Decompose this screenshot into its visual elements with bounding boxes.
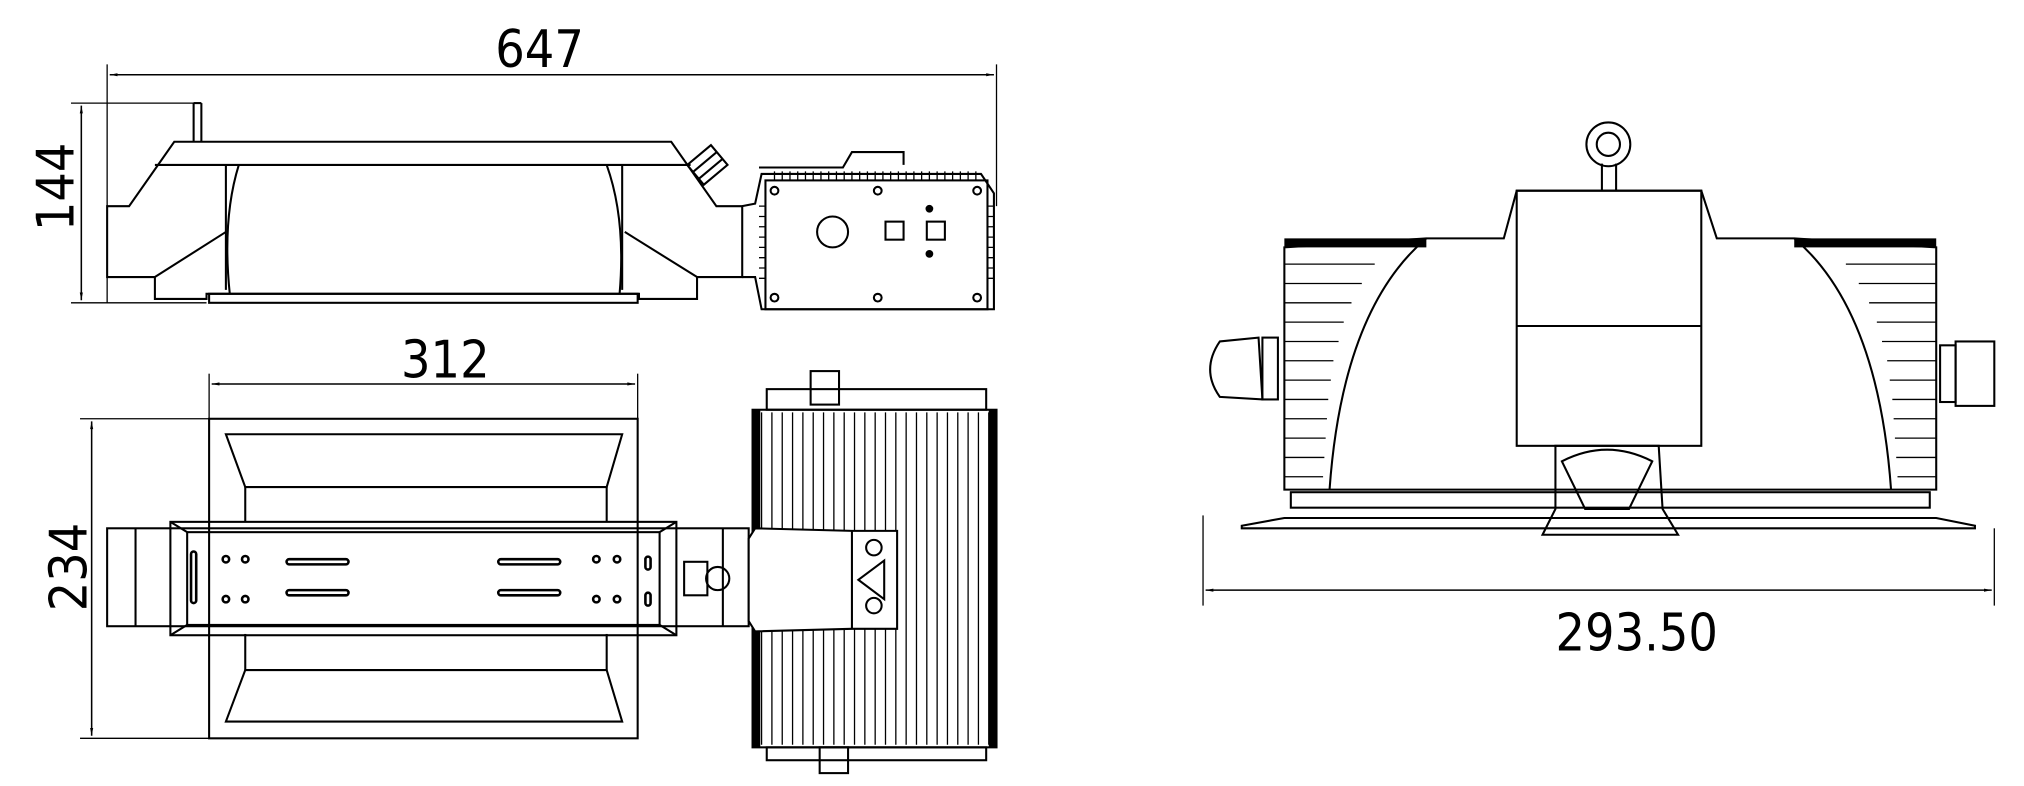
hanging-hook-icon xyxy=(1585,121,1632,168)
top-view: 312 234 xyxy=(39,331,998,775)
dimension-234: 234 xyxy=(39,523,99,611)
rj-port-icon xyxy=(884,220,905,241)
cable-gland-icon xyxy=(685,143,729,187)
end-view: 293.50 xyxy=(1202,121,1996,664)
heatsink-fins xyxy=(1284,263,1937,478)
cable-gland-icon xyxy=(683,560,731,597)
ballast-side xyxy=(742,151,995,311)
screw-icon xyxy=(865,596,883,615)
screw-icon xyxy=(865,538,883,557)
connector-icon xyxy=(1939,340,1996,407)
dimension-647: 647 xyxy=(495,20,584,80)
dimension-144: 144 xyxy=(27,143,87,231)
mounting-slots xyxy=(189,550,652,607)
side-view: 647 144 xyxy=(27,20,998,311)
dimension-312: 312 xyxy=(401,331,490,391)
reflector-top xyxy=(106,417,750,740)
power-switch-icon xyxy=(816,215,850,249)
dimension-293-50: 293.50 xyxy=(1556,604,1718,664)
heatsink-fins xyxy=(759,171,994,279)
reflector-side xyxy=(106,102,744,304)
cable-gland-icon xyxy=(1209,336,1279,401)
rj-port-icon xyxy=(925,220,946,241)
ballast-top xyxy=(747,370,998,775)
